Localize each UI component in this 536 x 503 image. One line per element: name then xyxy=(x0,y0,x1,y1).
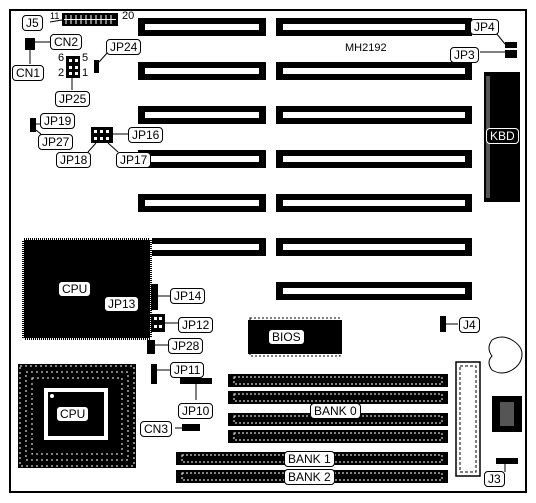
jp19-jumper xyxy=(30,118,36,132)
battery xyxy=(488,336,523,374)
jp14-jumper xyxy=(151,284,158,310)
j3-header xyxy=(496,458,518,464)
cpu-main-label: CPU xyxy=(58,281,92,297)
jp25-pin-5: 5 xyxy=(82,52,89,64)
cpu-socket-label: CPU xyxy=(56,406,90,422)
bank1-label: BANK 1 xyxy=(284,451,335,467)
jp18-jp17-jumpers xyxy=(91,127,113,143)
cn-connector xyxy=(25,38,35,50)
jp28-jumper xyxy=(147,340,155,354)
jp3-jumper xyxy=(505,50,517,58)
board-model: MH2192 xyxy=(345,42,387,54)
jp3-label: JP3 xyxy=(450,47,479,63)
isa-slots-right xyxy=(276,18,472,300)
jp28-label: JP28 xyxy=(168,338,204,354)
jp19-label: JP19 xyxy=(40,113,76,129)
bank2-label: BANK 2 xyxy=(284,469,335,485)
isa-slots-left xyxy=(138,18,266,256)
jp4-label: JP4 xyxy=(470,19,499,35)
j4-label: J4 xyxy=(459,317,480,333)
jp4-jumper xyxy=(505,42,517,48)
power-connector xyxy=(455,361,481,477)
jp25-pin-6: 6 xyxy=(58,52,65,64)
j5-pin-20: 20 xyxy=(122,10,135,22)
cn1-label: CN1 xyxy=(12,65,45,81)
jp18-label: JP18 xyxy=(56,152,92,168)
jp13-label: JP13 xyxy=(104,296,140,312)
jp11-jumper xyxy=(151,364,157,384)
jp10-label: JP10 xyxy=(178,403,214,419)
simm-bank-0 xyxy=(228,374,448,443)
jp24-jumper xyxy=(94,60,99,73)
jp11-label: JP11 xyxy=(170,362,205,378)
cn2-label: CN2 xyxy=(50,34,83,50)
jp14-label: JP14 xyxy=(170,288,206,304)
j3-label: J3 xyxy=(484,471,505,487)
jp24-label: JP24 xyxy=(106,39,142,55)
jp25-pin-2: 2 xyxy=(58,67,65,79)
jp16-label: JP16 xyxy=(128,127,164,143)
bank0-label: BANK 0 xyxy=(310,403,361,419)
jp25-label: JP25 xyxy=(55,91,91,107)
jp17-label: JP17 xyxy=(116,152,152,168)
jp27-label: JP27 xyxy=(38,134,74,150)
cn3-connector xyxy=(182,424,200,431)
jp10-jumper xyxy=(180,378,212,384)
jp25-pin-1: 1 xyxy=(82,67,89,79)
kbd-label: KBD xyxy=(486,128,519,144)
cpu-pqfp-chip xyxy=(22,238,152,340)
j5-label: J5 xyxy=(22,15,43,31)
bios-label: BIOS xyxy=(268,329,305,345)
jp12-label: JP12 xyxy=(178,317,214,333)
jp12-jumper xyxy=(151,314,165,332)
j5-pin-11: 11 xyxy=(50,11,60,21)
j4-header xyxy=(440,316,446,332)
cn3-label: CN3 xyxy=(140,421,173,437)
